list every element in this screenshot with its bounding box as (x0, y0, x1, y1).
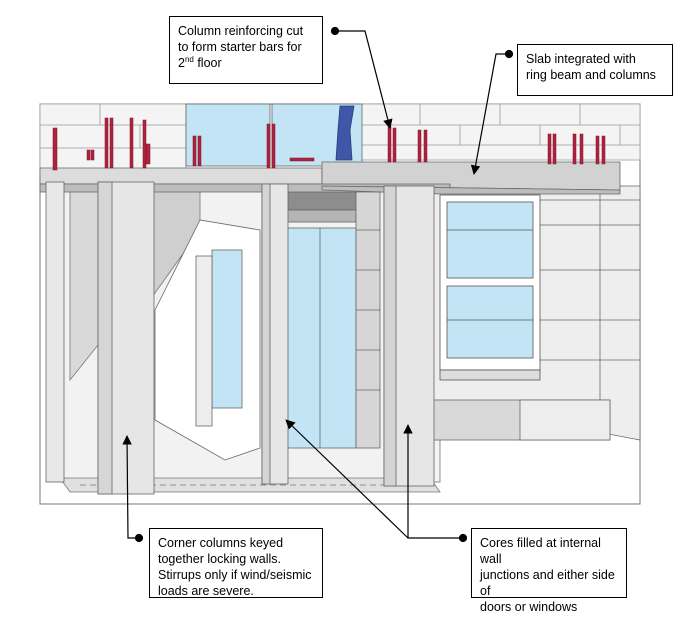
callout-slab-line1: Slab integrated with (526, 52, 636, 66)
leader-slab (470, 53, 509, 175)
window (439, 194, 541, 381)
leader-lines (122, 26, 514, 543)
partition-wall (154, 219, 261, 461)
leader-corner-columns (122, 435, 139, 539)
callout-cores-line2: junctions and either side of (480, 568, 615, 598)
callout-column-reinforcing: Column reinforcing cut to form starter b… (169, 16, 323, 84)
leader-cores-b (285, 419, 409, 539)
door-opening (285, 189, 381, 449)
floor-edge (59, 477, 441, 493)
callout-slab: Slab integrated with ring beam and colum… (517, 44, 673, 96)
floor-word: floor (193, 56, 222, 70)
callout-cores-line3: doors or windows (480, 600, 578, 614)
callout-corner-columns-line4: loads are severe. (158, 584, 254, 598)
callout-cores: Cores filled at internal wall junctions … (471, 528, 627, 614)
leader-column-reinforcing (335, 30, 393, 129)
callout-corner-columns-line3: Stirrups only if wind/seismic (158, 568, 312, 582)
callout-corner-columns: Corner columns keyed together locking wa… (149, 528, 323, 598)
service-pipe (335, 105, 355, 161)
callout-corner-columns-line1: Corner columns keyed (158, 536, 284, 550)
callout-slab-line2: ring beam and columns (526, 68, 656, 82)
callout-column-reinforcing-line2: to form starter bars for (178, 40, 302, 54)
starter-bars (52, 117, 606, 171)
callout-column-reinforcing-line3: 2nd floor (178, 55, 314, 71)
floor-number: 2 (178, 56, 185, 70)
callout-corner-columns-line2: together locking walls. (158, 552, 281, 566)
upper-wall-right (359, 103, 641, 161)
callout-column-reinforcing-line1: Column reinforcing cut (178, 24, 304, 38)
floor-ordinal: nd (184, 54, 194, 64)
callout-cores-line1: Cores filled at internal wall (480, 536, 601, 566)
columns (45, 181, 435, 495)
